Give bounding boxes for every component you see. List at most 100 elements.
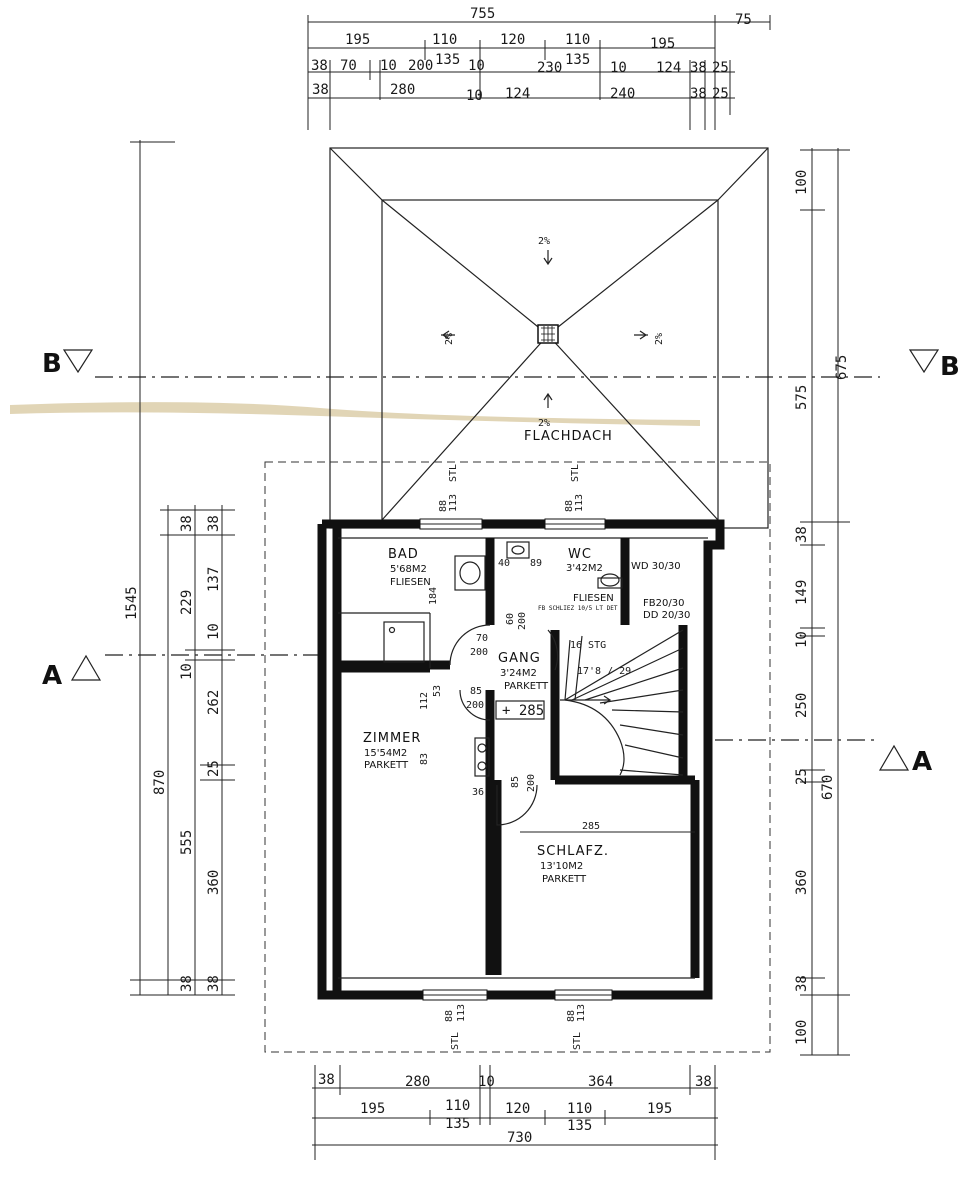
dim-label: 38 bbox=[179, 515, 195, 532]
section-lines: B B A A bbox=[42, 349, 960, 777]
toilet-icon bbox=[597, 577, 623, 589]
dim-label: 100 bbox=[794, 1020, 810, 1045]
slope-arrow-icon bbox=[543, 392, 553, 408]
dim-label: 10 bbox=[206, 623, 222, 640]
dim-label: 250 bbox=[794, 693, 810, 718]
room-name: GANG bbox=[498, 651, 541, 666]
dim-label: 870 bbox=[152, 770, 168, 795]
room-floor: FLIESEN bbox=[390, 577, 431, 588]
dim-label: 38 bbox=[311, 58, 328, 74]
dim-label: 25 bbox=[794, 768, 810, 785]
window-dim: STL bbox=[572, 1032, 583, 1050]
dim-label: 280 bbox=[390, 82, 415, 98]
roof-label: FLACHDACH bbox=[524, 429, 613, 444]
door-dim: 200 bbox=[526, 774, 537, 792]
overhang-outline bbox=[264, 461, 771, 1053]
dim-label: 200 bbox=[408, 58, 433, 74]
dim-label: 25 bbox=[712, 86, 729, 102]
roof-slope-label: 2% bbox=[444, 333, 455, 345]
level-box bbox=[495, 700, 545, 720]
section-b-label: B bbox=[42, 349, 62, 379]
top-dimensions: 755 75 195 110 120 110 195 135 135 38 70… bbox=[307, 6, 771, 130]
room-area: 5'68M2 bbox=[390, 564, 427, 575]
dim-label: 10 bbox=[466, 88, 483, 104]
washbasin-icon bbox=[454, 555, 486, 591]
dim-label: 10 bbox=[478, 1074, 495, 1090]
room-dim: 36 bbox=[472, 787, 484, 798]
left-dimensions: 1545 870 10 555 38 229 38 137 10 262 25 … bbox=[124, 140, 235, 996]
dim-label: 280 bbox=[405, 1074, 430, 1090]
dim-label: 38 bbox=[312, 82, 329, 98]
section-marker-icon bbox=[70, 654, 102, 681]
dim-label: 229 bbox=[179, 590, 195, 615]
room-dim: 83 bbox=[419, 753, 430, 765]
floor-level: + 285 bbox=[502, 703, 544, 719]
wc-basin-icon bbox=[506, 541, 530, 559]
dim-label: 730 bbox=[507, 1130, 532, 1146]
room-area: 3'42M2 bbox=[566, 563, 603, 574]
section-marker-icon bbox=[908, 349, 940, 374]
dim-label: 135 bbox=[435, 52, 460, 68]
room-area: 3'24M2 bbox=[500, 668, 537, 679]
dim-label: 195 bbox=[647, 1101, 672, 1117]
room-dim: 40 bbox=[498, 558, 510, 569]
door-dim: 200 bbox=[466, 700, 484, 711]
door-dim: 200 bbox=[470, 647, 488, 658]
slope-arrow-icon bbox=[543, 250, 553, 266]
dim-label: 25 bbox=[206, 760, 222, 777]
window-dim: STL bbox=[448, 464, 459, 482]
section-marker-icon bbox=[62, 349, 94, 374]
room-name: WC bbox=[568, 547, 592, 562]
section-b-label: B bbox=[940, 352, 960, 382]
dim-label: 38 bbox=[206, 515, 222, 532]
shower-icon bbox=[383, 621, 425, 663]
room-floor: PARKETT bbox=[364, 760, 409, 771]
bottom-dimensions: 38 280 10 364 38 195 110 120 110 195 135… bbox=[312, 1065, 718, 1160]
window-dim: 88 bbox=[438, 500, 449, 512]
roof-slope-label: 2% bbox=[538, 236, 550, 247]
dim-label: 135 bbox=[567, 1118, 592, 1134]
dim-label: 124 bbox=[505, 86, 530, 102]
window-dim: STL bbox=[570, 464, 581, 482]
dim-label: 38 bbox=[794, 975, 810, 992]
window-dim: 113 bbox=[576, 1004, 587, 1022]
dim-label: 195 bbox=[345, 32, 370, 48]
dim-label: 360 bbox=[794, 870, 810, 895]
dim-label: 124 bbox=[656, 60, 681, 76]
slope-arrow-icon bbox=[441, 330, 455, 340]
room-name: BAD bbox=[388, 547, 419, 562]
window-dim: 113 bbox=[456, 1004, 467, 1022]
dim-label: 10 bbox=[380, 58, 397, 74]
room-floor: PARKETT bbox=[504, 681, 549, 692]
stair-ratio: 17'8 / 29 bbox=[577, 666, 631, 677]
dim-label: 555 bbox=[179, 830, 195, 855]
wc-note: FB SCHLIEZ 10/5 LT DET bbox=[538, 605, 618, 612]
dim-label: 110 bbox=[445, 1098, 470, 1114]
dim-label: 195 bbox=[360, 1101, 385, 1117]
dim-label: 38 bbox=[690, 60, 707, 76]
dim-label: 70 bbox=[340, 58, 357, 74]
dim-label: 25 bbox=[712, 60, 729, 76]
section-marker-icon bbox=[878, 744, 910, 771]
dim-overhang: 75 bbox=[735, 12, 752, 28]
dim-label: 195 bbox=[650, 36, 675, 52]
paper-stain bbox=[10, 402, 700, 426]
right-dimensions: 100 575 38 149 10 250 25 360 38 100 675 … bbox=[794, 148, 850, 1056]
dim-label: 360 bbox=[206, 870, 222, 895]
room-dim: 89 bbox=[530, 558, 542, 569]
wd-shaft: WD 30/30 FB20/30 DD 20/30 bbox=[631, 561, 690, 621]
dim-label: 240 bbox=[610, 86, 635, 102]
dim-label: 135 bbox=[565, 52, 590, 68]
room-area: 13'10M2 bbox=[540, 861, 583, 872]
dim-total-width: 755 bbox=[470, 6, 495, 22]
room-dim: 285 bbox=[582, 821, 600, 832]
walls bbox=[317, 519, 725, 1000]
dim-label: 10 bbox=[179, 663, 195, 680]
dim-label: 38 bbox=[794, 526, 810, 543]
dim-label: 137 bbox=[206, 567, 222, 592]
dim-label: 230 bbox=[537, 60, 562, 76]
section-a-label: A bbox=[912, 747, 932, 777]
room-schlafz: SCHLAFZ. 13'10M2 PARKETT 285 85 200 bbox=[510, 774, 695, 885]
dim-label: 110 bbox=[432, 32, 457, 48]
